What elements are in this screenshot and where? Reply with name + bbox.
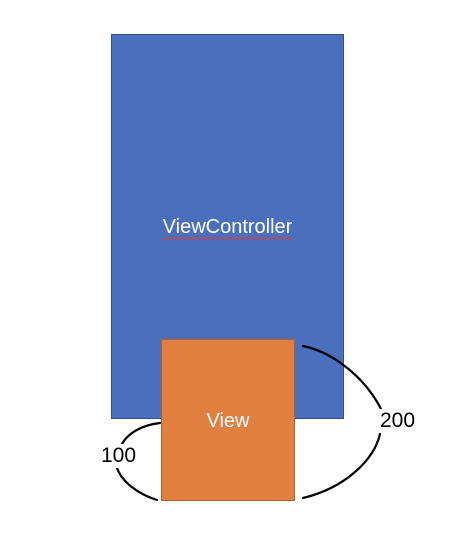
view-box — [161, 339, 295, 501]
callout-100-upper-line — [120, 421, 162, 446]
callout-100-lower-line — [115, 466, 159, 502]
callout-label-100: 100 — [101, 444, 137, 468]
callout-200-lower-line — [301, 432, 382, 500]
view-controller-label: ViewController — [162, 216, 293, 238]
callout-label-200: 200 — [380, 409, 416, 433]
view-label: View — [206, 410, 250, 432]
